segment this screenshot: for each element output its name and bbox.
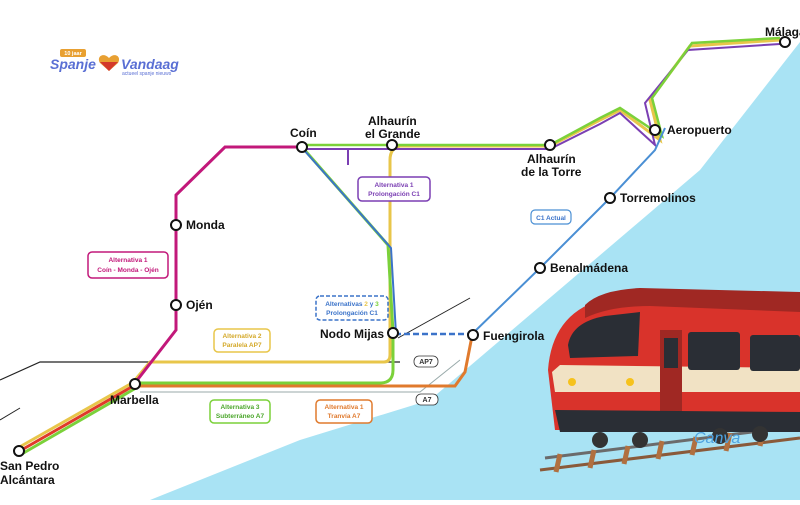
a7-badge: A7 (415, 393, 439, 406)
train-window-1 (688, 332, 740, 370)
train-illustration: Canva (539, 288, 800, 473)
a7-label: A7 (423, 397, 432, 404)
station-coin-label: Coín (290, 126, 317, 140)
black-rail-diag-2 (0, 407, 21, 421)
label-c1-actual: C1 Actual (530, 209, 572, 225)
station-malaga-dot[interactable] (779, 36, 791, 48)
train-skirt (555, 410, 800, 432)
yellow-line-ap7 (133, 38, 781, 381)
alt2-paralela-line2: Paralela AP7 (222, 342, 262, 349)
alt23-prolong-line1: Alternativas 2 y 3 (325, 301, 379, 308)
logo-name-right: Vandaag (121, 56, 179, 72)
alt1-coin-line1: Alternativa 1 (108, 257, 147, 264)
logo-subtitle: actueel spanje nieuws (122, 71, 172, 77)
station-monda-dot[interactable] (170, 219, 182, 231)
logo-tag: 10 jaar (64, 51, 82, 57)
station-san-pedro-label-1: San Pedro (0, 459, 59, 473)
train-headlight-left (568, 378, 576, 386)
station-benalmadena-dot[interactable] (534, 262, 546, 274)
label-alt23-prolong: Alternativas 2 y 3 Prolongación C1 (315, 295, 389, 321)
alt23-prolong-line2: Prolongación C1 (326, 310, 378, 317)
alt3-subterraneo-line1: Alternativa 3 (220, 404, 259, 411)
black-rail-diag-1 (397, 297, 471, 339)
station-benalmadena-label: Benalmádena (550, 261, 628, 275)
logo: 10 jaar Spanje Vandaag actueel spanje ni… (50, 49, 179, 77)
station-aeropuerto-dot[interactable] (649, 124, 661, 136)
station-alhaurin-torre-label-2: de la Torre (521, 165, 582, 179)
train-window-2 (750, 335, 800, 371)
station-alhaurin-grande-dot[interactable] (386, 139, 398, 151)
c1-actual-label: C1 Actual (536, 215, 566, 222)
station-fuengirola-label: Fuengirola (483, 329, 545, 343)
label-alt3-subterraneo: Alternativa 3 Subterráneo A7 (209, 399, 271, 424)
station-aeropuerto-label: Aeropuerto (667, 123, 732, 137)
station-torremolinos-label: Torremolinos (620, 191, 696, 205)
label-alt1-tranvia: Alternativa 1 Tranvía A7 (315, 399, 373, 424)
train-door-window (664, 338, 678, 368)
station-ojen-dot[interactable] (170, 299, 182, 311)
alt1-tranvia-line1: Alternativa 1 (324, 404, 363, 411)
alt1-tranvia-line2: Tranvía A7 (328, 413, 361, 420)
station-alhaurin-torre-label-1: Alhaurín (527, 152, 576, 166)
logo-tag-bg (60, 49, 86, 57)
alt3-subterraneo-line2: Subterráneo A7 (216, 413, 265, 420)
train-headlight-right (626, 378, 634, 386)
red-line (17, 383, 136, 454)
label-alt1-coin: Alternativa 1 Coín - Monda - Ojén (87, 251, 169, 279)
label-alt1-prolong: Alternativa 1 Prolongación C1 (357, 176, 431, 202)
station-nodo-mijas-label: Nodo Mijas (320, 327, 384, 341)
station-monda-label: Monda (186, 218, 225, 232)
alt2-paralela-line1: Alternativa 2 (222, 333, 261, 340)
label-alt2-paralela: Alternativa 2 Paralela AP7 (213, 328, 271, 353)
station-san-pedro-dot[interactable] (13, 445, 25, 457)
blue-line (303, 149, 397, 335)
station-malaga-label: Málaga (765, 25, 800, 39)
station-fuengirola-dot[interactable] (467, 329, 479, 341)
canva-watermark: Canva (694, 430, 740, 447)
station-nodo-mijas-dot[interactable] (387, 327, 399, 339)
black-rail-line (0, 361, 400, 381)
green-line-coast (135, 332, 395, 385)
green-line-west (19, 386, 137, 457)
heart-icon-lower (100, 62, 118, 71)
station-alhaurin-torre-dot[interactable] (544, 139, 556, 151)
station-ojen-label: Ojén (186, 298, 213, 312)
train-windshield (568, 312, 640, 358)
ap7-badge: AP7 (413, 355, 439, 368)
magenta-line (133, 145, 302, 384)
station-san-pedro-label-2: Alcántara (0, 473, 55, 487)
station-torremolinos-dot[interactable] (604, 192, 616, 204)
orange-line (135, 335, 474, 388)
alt1-coin-line2: Coín - Monda - Ojén (97, 267, 158, 274)
alt1-prolong-line2: Prolongación C1 (368, 191, 420, 198)
station-dots (13, 36, 791, 457)
a7-road (140, 359, 461, 393)
ap7-label: AP7 (419, 359, 433, 366)
train-roof (585, 288, 800, 318)
green-line-main (302, 36, 781, 147)
station-coin-dot[interactable] (296, 141, 308, 153)
station-marbella-dot[interactable] (129, 378, 141, 390)
yellow-line-west (15, 380, 135, 451)
station-alhaurin-grande-label-1: Alhaurín (368, 114, 417, 128)
alt1-prolong-line1: Alternativa 1 (374, 182, 413, 189)
logo-name-left: Spanje (50, 56, 96, 72)
train-wheels (592, 426, 768, 448)
station-alhaurin-grande-label-2: el Grande (365, 127, 421, 141)
station-marbella-label: Marbella (110, 393, 159, 407)
